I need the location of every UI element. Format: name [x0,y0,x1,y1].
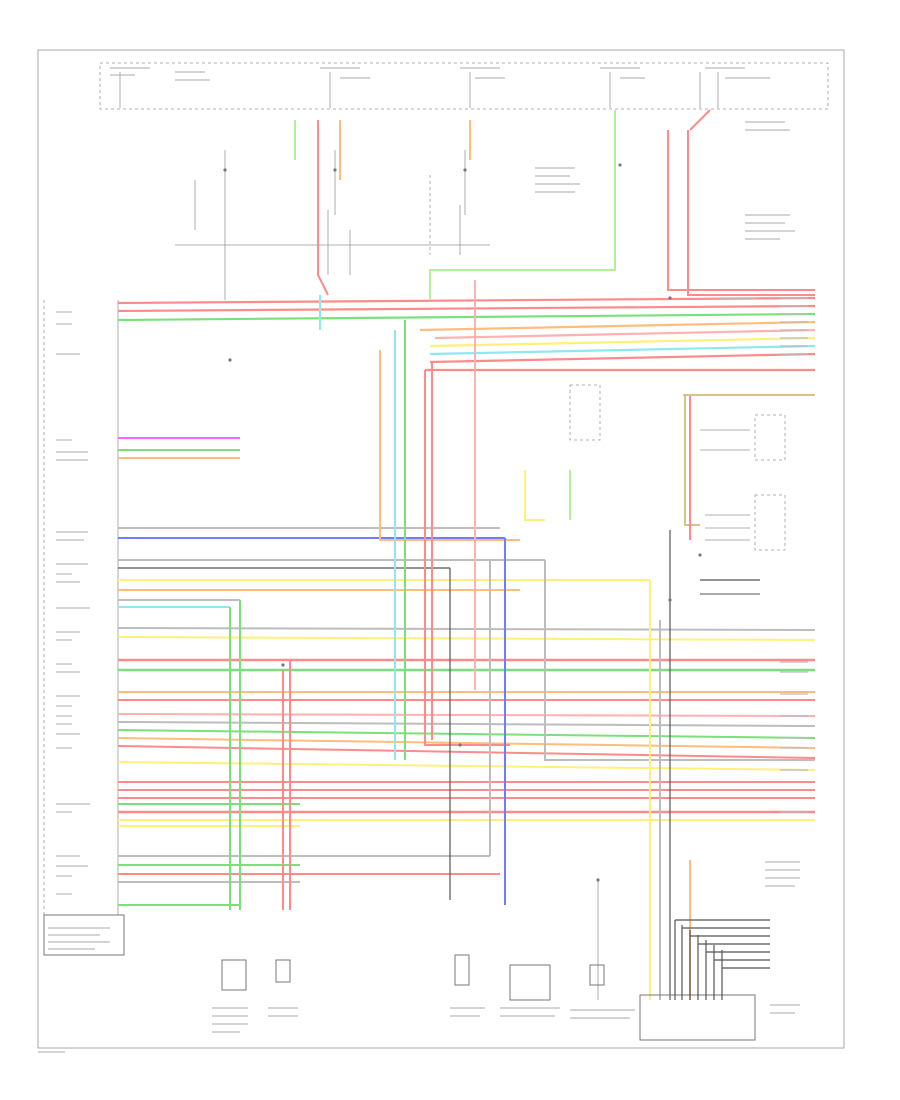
bottom-right-connector [639,919,770,1041]
splice-points [223,163,702,882]
diagram-frame [37,49,845,1049]
relay-area [175,150,490,300]
bottom-sensors [221,880,605,1001]
harness-top-wires [117,296,816,372]
right-relay-cluster [569,384,786,595]
text-placeholders [38,67,808,1053]
power-distribution-box [99,62,829,110]
